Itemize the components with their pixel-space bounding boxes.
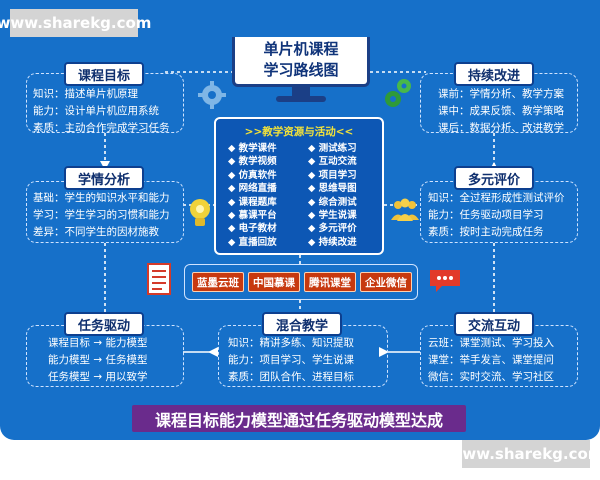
- platform-tencent: 腾讯课堂: [304, 272, 356, 292]
- diagram-canvas: 单片机课程 学习路线图 课程目标 知识：描述单片机原理 能力：设计单片机应用系统…: [0, 0, 600, 440]
- resources-left-column: ◆ 教学课件 ◆ 教学视频 ◆ 仿真软件 ◆ 网络直播 ◆ 课程题库 ◆ 慕课平…: [228, 142, 277, 249]
- platforms-frame: [184, 264, 418, 300]
- blended-pill: 混合教学: [262, 312, 342, 336]
- resource-item: ◆ 持续改进: [308, 236, 357, 248]
- title-line-1: 单片机课程: [263, 40, 339, 58]
- interaction-rows: 云班：课堂测试、学习投入 课堂：举手发言、课堂提问 微信：实时交流、学习社区: [428, 335, 554, 386]
- interaction-pill: 交流互动: [454, 312, 534, 336]
- resource-item: ◆ 综合测试: [308, 196, 357, 208]
- resource-item: ◆ 教学课件: [228, 143, 277, 154]
- lightbulb-icon: [190, 199, 210, 226]
- resources-right-column: ◆ 测试练习 ◆ 互动交流 ◆ 项目学习 ◆ 思维导图 ◆ 综合测试 ◆ 学生说…: [308, 142, 357, 249]
- improve-rows: 课前：学情分析、教学方案 课中：成果反馈、教学策略 课后：数据分析、改进教学: [438, 86, 564, 137]
- blended-row: 能力：项目学习、学生说课: [228, 354, 354, 366]
- interaction-row: 课堂：举手发言、课堂提问: [428, 354, 554, 366]
- analysis-rows: 基础：学生的知识水平和能力 学习：学生学习的习惯和能力 差异：不同学生的因材施教: [33, 190, 170, 241]
- blended-row: 知识：精讲多练、知识提取: [228, 337, 354, 349]
- resource-item: ◆ 网络直播: [228, 183, 277, 195]
- improve-row: 课前：学情分析、教学方案: [438, 88, 564, 100]
- summary-banner: 课程目标能力模型通过任务驱动模型达成: [132, 405, 466, 432]
- analysis-row: 差异：不同学生的因材施教: [33, 226, 159, 238]
- platform-mooc: 中国慕课: [248, 272, 300, 292]
- evaluation-row: 知识：全过程形成性测试评价: [428, 192, 565, 204]
- gear-icon: [198, 81, 226, 109]
- analysis-row: 基础：学生的知识水平和能力: [33, 192, 170, 204]
- resource-item: ◆ 多元评价: [308, 223, 357, 235]
- resource-item: ◆ 课程题库: [228, 196, 277, 208]
- chat-bubble-icon: [430, 270, 460, 292]
- diagram-title: 单片机课程 学习路线图: [232, 37, 370, 87]
- resource-item: ◆ 学生说课: [308, 210, 357, 222]
- resource-item: ◆ 项目学习: [308, 169, 357, 181]
- task-drive-row: 任务模型 → 用以致学: [48, 371, 148, 383]
- improve-pill: 持续改进: [454, 62, 534, 86]
- evaluation-rows: 知识：全过程形成性测试评价 能力：任务驱动项目学习 素质：按时主动完成任务: [428, 190, 565, 241]
- resource-item: ◆ 思维导图: [308, 183, 357, 195]
- evaluation-row: 素质：按时主动完成任务: [428, 226, 544, 238]
- monitor-stand: [292, 87, 310, 97]
- course-goal-rows: 知识：描述单片机原理 能力：设计单片机应用系统 素质：主动合作完成学习任务: [33, 86, 170, 137]
- analysis-row: 学习：学生学习的习惯和能力: [33, 209, 170, 221]
- improve-row: 课后：数据分析、改进教学: [438, 122, 564, 134]
- course-goal-row: 知识：描述单片机原理: [33, 88, 138, 100]
- monitor-base: [276, 96, 326, 102]
- blended-rows: 知识：精讲多练、知识提取 能力：项目学习、学生说课 素质：团队合作、进程目标: [228, 335, 354, 386]
- resources-header: >>教学资源与活动<<: [244, 126, 354, 138]
- task-drive-row: 课程目标 → 能力模型: [48, 337, 148, 349]
- evaluation-pill: 多元评价: [454, 166, 534, 190]
- improve-row: 课中：成果反馈、教学策略: [438, 105, 564, 117]
- course-goal-pill: 课程目标: [64, 62, 144, 86]
- resource-item: ◆ 教学视频: [228, 156, 277, 168]
- resource-item: ◆ 互动交流: [308, 156, 357, 168]
- resources-panel: [214, 117, 384, 255]
- resource-item: ◆ 慕课平台: [228, 210, 277, 222]
- resource-item: ◆ 测试练习: [308, 143, 357, 154]
- interaction-row: 云班：课堂测试、学习投入: [428, 337, 554, 349]
- document-list-icon: [147, 263, 171, 295]
- group-people-icon: [391, 198, 419, 221]
- platform-wework: 企业微信: [360, 272, 412, 292]
- course-goal-row: 素质：主动合作完成学习任务: [33, 122, 170, 134]
- watermark-top: www.sharekg.com: [0, 9, 151, 37]
- interaction-row: 微信：实时交流、学习社区: [428, 371, 554, 383]
- analysis-pill: 学情分析: [64, 166, 144, 190]
- task-drive-rows: 课程目标 → 能力模型 能力模型 → 任务模型 任务模型 → 用以致学: [48, 335, 147, 386]
- platform-lanmo: 蓝墨云班: [192, 272, 244, 292]
- watermark-bottom: www.sharekg.com: [449, 440, 600, 468]
- blended-row: 素质：团队合作、进程目标: [228, 371, 354, 383]
- course-goal-row: 能力：设计单片机应用系统: [33, 105, 159, 117]
- task-drive-row: 能力模型 → 任务模型: [48, 354, 148, 366]
- task-drive-pill: 任务驱动: [64, 312, 144, 336]
- green-gears-icon: [385, 79, 411, 107]
- title-line-2: 学习路线图: [263, 61, 339, 79]
- resource-item: ◆ 仿真软件: [228, 169, 277, 181]
- resource-item: ◆ 直播回放: [228, 236, 277, 248]
- evaluation-row: 能力：任务驱动项目学习: [428, 209, 544, 221]
- resource-item: ◆ 电子教材: [228, 223, 277, 235]
